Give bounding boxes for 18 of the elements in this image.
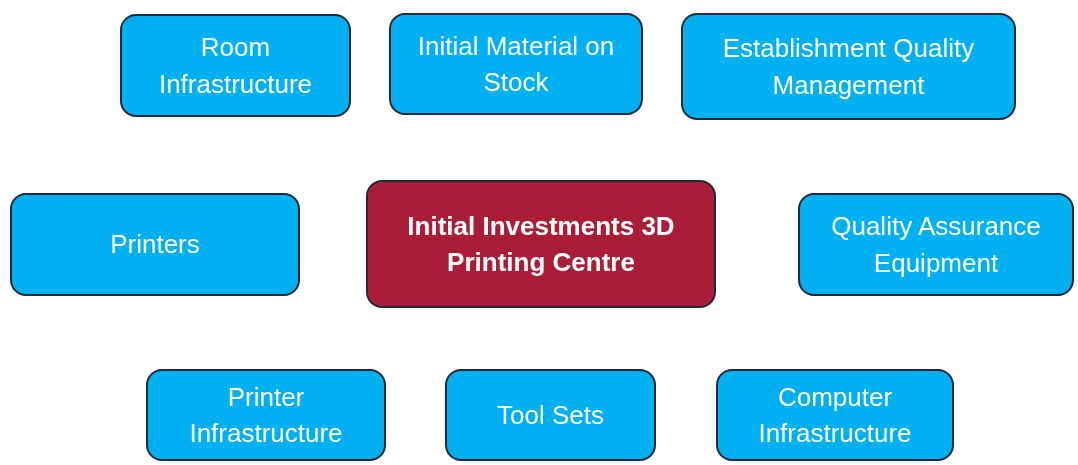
topic-box	[146, 369, 386, 461]
topic-box	[445, 369, 656, 461]
box-label: Initial Material on Stock	[416, 29, 616, 99]
box-label: Establishment Quality Management	[721, 32, 976, 102]
central-topic-box	[366, 180, 716, 308]
topic-box	[10, 193, 300, 296]
box-label: Room Infrastructure	[157, 31, 314, 101]
box-label: Tool Sets	[497, 398, 604, 432]
topic-box	[681, 13, 1016, 120]
box-label: Printer Infrastructure	[188, 380, 344, 450]
box-label: Quality Assurance Equipment	[830, 210, 1042, 280]
topic-box	[389, 13, 643, 115]
topic-box	[798, 193, 1074, 296]
box-label: Initial Investments 3D Printing Centre	[406, 209, 676, 279]
box-label: Printers	[110, 228, 200, 262]
topic-box	[120, 14, 351, 117]
topic-box	[716, 369, 954, 461]
box-label: Computer Infrastructure	[757, 380, 913, 450]
